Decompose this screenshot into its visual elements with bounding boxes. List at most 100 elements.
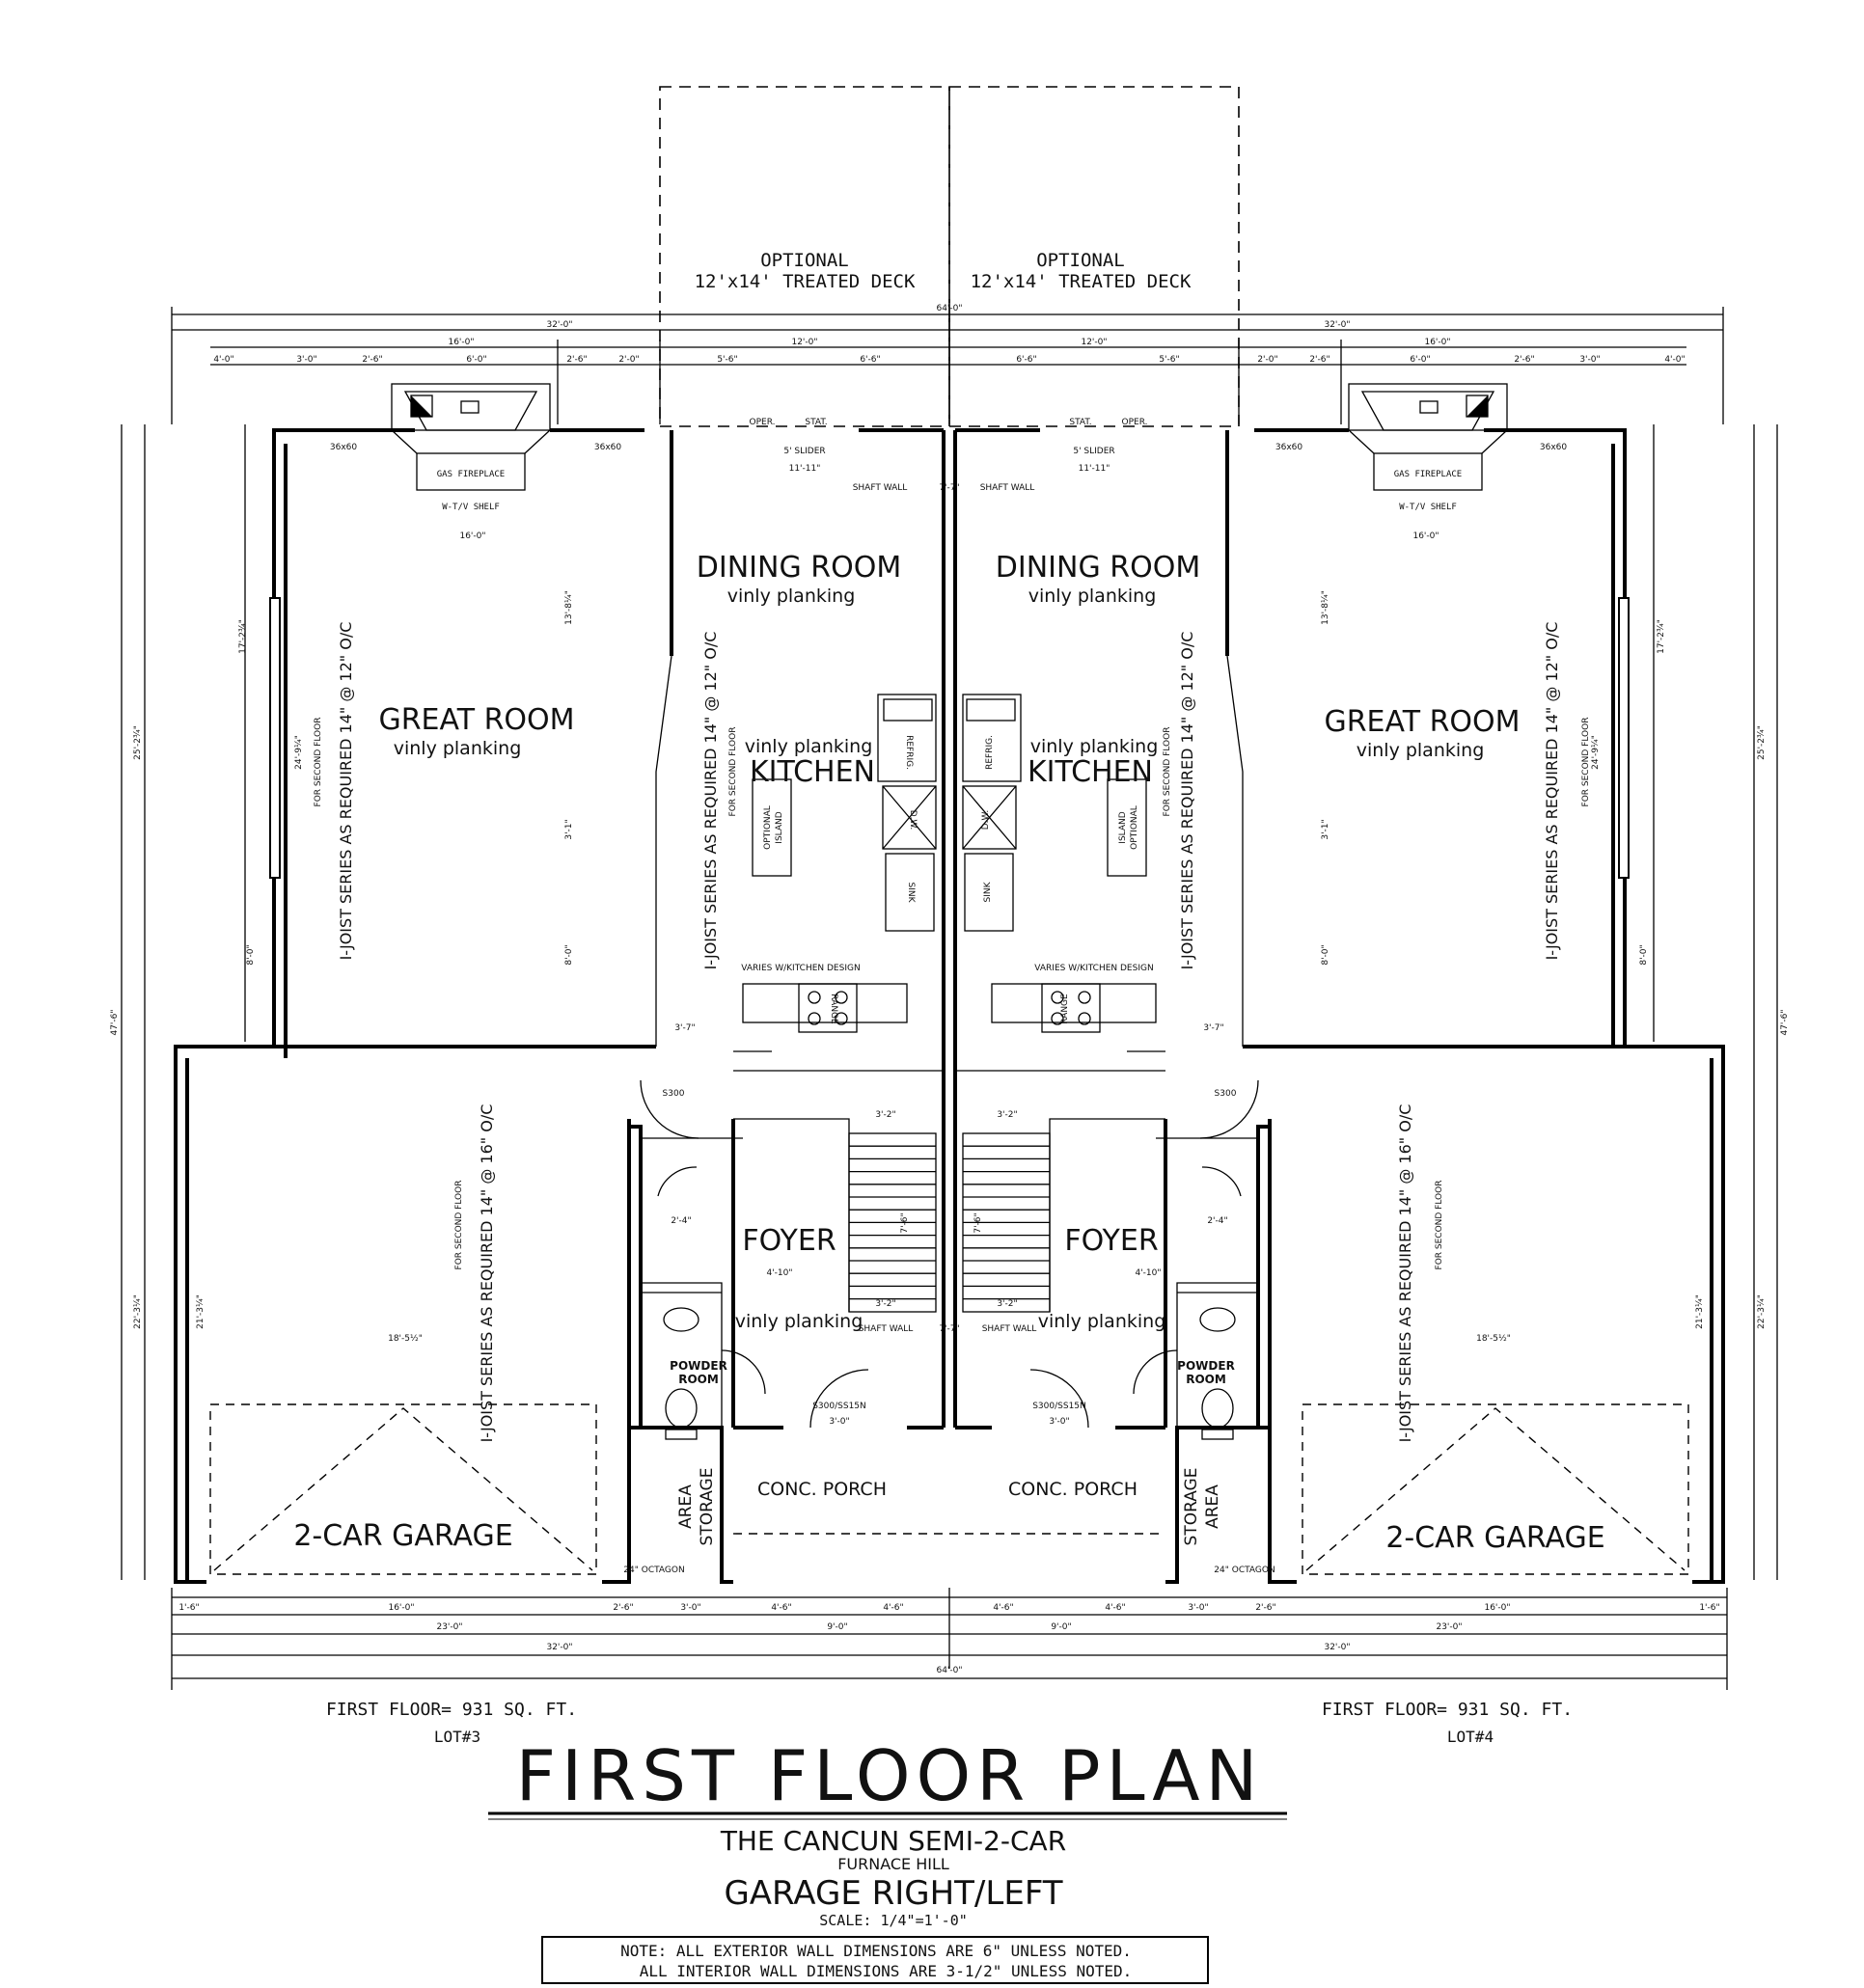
joist-notes: I-JOIST SERIES AS REQUIRED 14" @ 12" O/C… xyxy=(314,622,1591,1443)
dim-2-6-bottom-left: 2'-6" xyxy=(613,1603,633,1613)
dim-2-6-left: 2'-6" xyxy=(362,355,382,365)
dim-3-1-great-left: 3'-1" xyxy=(564,819,574,839)
dim-3-2-right-b: 3'-2" xyxy=(997,1299,1017,1309)
kitchen-left-label: KITCHEN xyxy=(750,755,875,789)
dim-4-10-right: 4'-10" xyxy=(1135,1268,1161,1278)
joist-dining-right-note: FOR SECOND FLOOR xyxy=(1163,727,1172,817)
dim-half-bottom-left: 32'-0" xyxy=(546,1643,572,1652)
dim-13-8-right: 13'-8¼" xyxy=(1321,590,1330,625)
great-room-right: GREAT ROOM xyxy=(1324,705,1520,739)
sink-left: SINK xyxy=(906,882,916,903)
dim-4-6-d: 4'-6" xyxy=(1105,1603,1125,1613)
octagon-left: 24" OCTAGON xyxy=(623,1566,684,1575)
dim-4-6-a: 4'-6" xyxy=(771,1603,791,1613)
dim-3-7-right: 3'-7" xyxy=(1203,1023,1223,1033)
porch-right: CONC. PORCH xyxy=(1008,1479,1138,1500)
dim-7-6-left: 7'-6" xyxy=(900,1212,910,1233)
dim-25-2-right: 25'-2¾" xyxy=(1757,725,1767,760)
joist-dining-left: I-JOIST SERIES AS REQUIRED 14" @ 12" O/C xyxy=(701,632,720,970)
kitchen-left xyxy=(742,694,937,1033)
dim-24-9-right: 24'-9¼" xyxy=(1591,735,1601,770)
fireplace-right-label: GAS FIREPLACE xyxy=(1394,470,1462,479)
dim-16-top-right: 16'-0" xyxy=(1424,338,1450,347)
octagon-right: 24" OCTAGON xyxy=(1214,1566,1275,1575)
dim-overall-bottom: 64'-0" xyxy=(936,1666,962,1675)
dim-3-0-left: 3'-0" xyxy=(296,355,316,365)
varies-left: VARIES W/KITCHEN DESIGN xyxy=(741,964,860,973)
dim-2-6b-left: 2'-6" xyxy=(566,355,587,365)
dim-16-great-right: 16'-0" xyxy=(1412,531,1439,541)
slider-left: 5' SLIDER xyxy=(783,447,825,456)
dim-6-6-right: 6'-6" xyxy=(1016,355,1036,365)
storage-left-2: AREA xyxy=(676,1484,696,1529)
dim-1-6-right: 1'-6" xyxy=(1699,1603,1719,1613)
door-s300-right: S300 xyxy=(1215,1089,1237,1099)
garage-door-right xyxy=(1302,1403,1689,1575)
island-right-line1: ISLAND xyxy=(1118,811,1128,843)
interior-dimension-labels: 5' SLIDER 5' SLIDER 11'-11" 11'-11" OPER… xyxy=(246,418,1649,1427)
joist-garage-right: I-JOIST SERIES AS REQUIRED 14" @ 16" O/C xyxy=(1396,1104,1414,1443)
dim-7-7-mid: 7'-7" xyxy=(939,1324,959,1334)
area-left: FIRST FLOOR= 931 SQ. FT. xyxy=(326,1700,577,1720)
location-name: FURNACE HILL xyxy=(837,1855,949,1873)
door-s300-left: S300 xyxy=(663,1089,685,1099)
dining-floor-right: vinly planking xyxy=(1028,586,1157,607)
variant-name: GARAGE RIGHT/LEFT xyxy=(724,1874,1062,1913)
dim-6-6-left: 6'-6" xyxy=(860,355,880,365)
great-room-left: GREAT ROOM xyxy=(378,703,574,737)
joist-dining-left-note: FOR SECOND FLOOR xyxy=(728,727,738,817)
island-left-line2: ISLAND xyxy=(775,811,784,843)
dim-3-0-bottom-left: 3'-0" xyxy=(680,1603,700,1613)
dim-2-0-right: 2'-0" xyxy=(1257,355,1277,365)
island-left-line1: OPTIONAL xyxy=(763,805,773,850)
dim-23-bottom-right: 23'-0" xyxy=(1436,1622,1462,1632)
note-line-2: ALL INTERIOR WALL DIMENSIONS ARE 3-1/2" … xyxy=(640,1962,1133,1980)
oper-right: OPER. xyxy=(1122,418,1148,427)
dim-2-4-right: 2'-4" xyxy=(1207,1216,1227,1226)
stairs xyxy=(848,1132,1051,1313)
kitchen-right xyxy=(962,694,1157,1033)
dim-half-top-left: 32'-0" xyxy=(546,320,572,330)
dim-17-2-right: 17'-2¾" xyxy=(1657,619,1666,654)
dim-2-6b-right: 2'-6" xyxy=(1514,355,1534,365)
dim-17-2-left: 17'-2¾" xyxy=(238,619,248,654)
side-dimensions: 47'-6" 25'-2¾" 22'-3¼" 17'-2¾" 21'-3¼" 4… xyxy=(110,424,1790,1580)
powder-left-2: ROOM xyxy=(678,1373,719,1386)
foyer-right: FOYER xyxy=(1064,1224,1158,1258)
dim-4-6-c: 4'-6" xyxy=(993,1603,1013,1613)
room-labels: DINING ROOM vinly planking DINING ROOM v… xyxy=(293,551,1604,1555)
dining-floor-left: vinly planking xyxy=(727,586,856,607)
varies-right: VARIES W/KITCHEN DESIGN xyxy=(1034,964,1153,973)
dim-16-bottom-left: 16'-0" xyxy=(388,1603,414,1613)
porch-left: CONC. PORCH xyxy=(757,1479,887,1500)
drawing-title: FIRST FLOOR PLAN xyxy=(516,1735,1264,1816)
dim-3-0-right: 3'-0" xyxy=(1579,355,1600,365)
dim-21-3-left: 21'-3¼" xyxy=(196,1294,206,1329)
dim-4-0-left: 4'-0" xyxy=(213,355,233,365)
island-right-line2: OPTIONAL xyxy=(1130,805,1139,850)
joist-great-right: I-JOIST SERIES AS REQUIRED 14" @ 12" O/C xyxy=(1543,622,1561,961)
dim-2-4-left: 2'-4" xyxy=(671,1216,691,1226)
range-right: RANGE xyxy=(1060,994,1070,1024)
shaft-wall-top-left: SHAFT WALL xyxy=(853,483,908,493)
dim-22-3-right: 22'-3¼" xyxy=(1757,1294,1767,1329)
dim-2-6-bottom-right: 2'-6" xyxy=(1255,1603,1275,1613)
dim-25-2-left: 25'-2¾" xyxy=(133,725,143,760)
door-front-left: S300/SS15N xyxy=(812,1402,866,1411)
oper-left: OPER. xyxy=(750,418,776,427)
tv-shelf-left-label: W-T/V SHELF xyxy=(442,503,500,512)
fireplace-left-label: GAS FIREPLACE xyxy=(437,470,505,479)
powder-room-fixtures xyxy=(663,1307,1236,1440)
optional-decks: OPTIONAL 12'x14' TREATED DECK OPTIONAL 1… xyxy=(659,86,1240,427)
interior-walls xyxy=(629,1050,1270,1430)
dim-8-0-great-right: 8'-0" xyxy=(1321,944,1330,965)
dim-22-3-left: 22'-3¼" xyxy=(133,1294,143,1329)
joist-garage-right-note: FOR SECOND FLOOR xyxy=(1435,1181,1444,1270)
dim-9-bottom-left: 9'-0" xyxy=(827,1622,847,1632)
lot-left: LOT#3 xyxy=(434,1728,480,1746)
lot-right: LOT#4 xyxy=(1447,1728,1494,1746)
window-left-b: 36x60 xyxy=(594,443,622,452)
model-name: THE CANCUN SEMI-2-CAR xyxy=(720,1825,1066,1857)
door-front-right: S300/SS15N xyxy=(1032,1402,1086,1411)
joist-garage-left-note: FOR SECOND FLOOR xyxy=(454,1181,464,1270)
